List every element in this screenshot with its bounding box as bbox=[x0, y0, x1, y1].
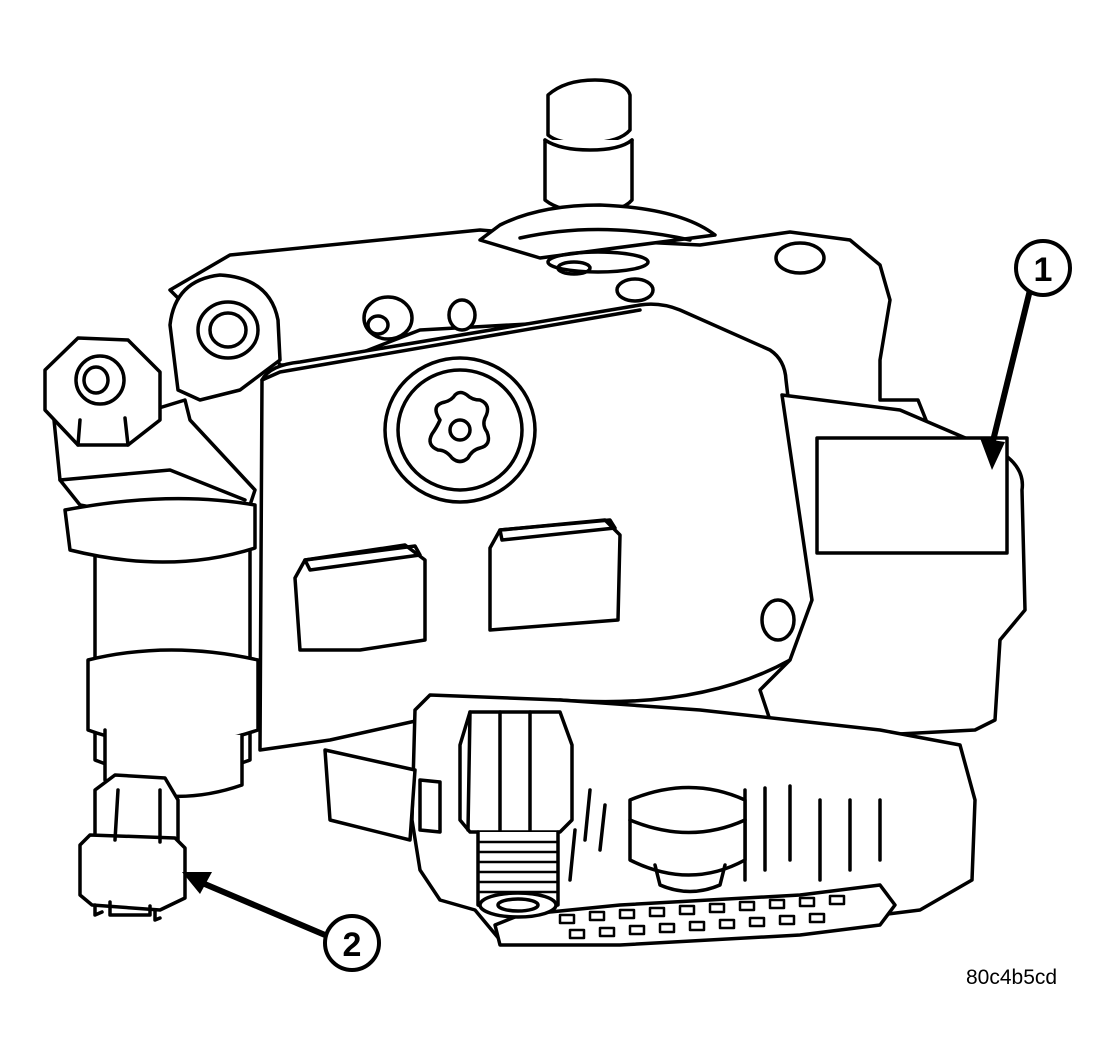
shaft-flange bbox=[478, 203, 717, 260]
connector-plug bbox=[78, 833, 187, 912]
cylinder-base bbox=[63, 496, 257, 564]
front-boss bbox=[293, 543, 427, 652]
callout-2: 2 bbox=[182, 872, 381, 972]
callout-1-number: 1 bbox=[1034, 251, 1053, 289]
housing-hole bbox=[774, 241, 826, 275]
label-plate bbox=[815, 436, 1009, 555]
torx-bolt bbox=[428, 390, 491, 464]
front-boss bbox=[488, 518, 622, 632]
housing-hole bbox=[760, 598, 796, 642]
callout-2-number: 2 bbox=[343, 926, 362, 964]
callout-1: 1 bbox=[980, 239, 1072, 470]
housing-hole bbox=[615, 277, 655, 303]
base-grid bbox=[493, 883, 897, 947]
figure-code: 80c4b5cd bbox=[966, 966, 1058, 989]
grid-slots bbox=[558, 894, 846, 940]
outlet-fitting bbox=[458, 710, 574, 834]
housing-hole bbox=[447, 298, 477, 332]
housing-hole bbox=[362, 295, 414, 341]
side-tab bbox=[323, 748, 417, 842]
drive-shaft bbox=[546, 78, 632, 146]
side-post bbox=[418, 778, 442, 834]
